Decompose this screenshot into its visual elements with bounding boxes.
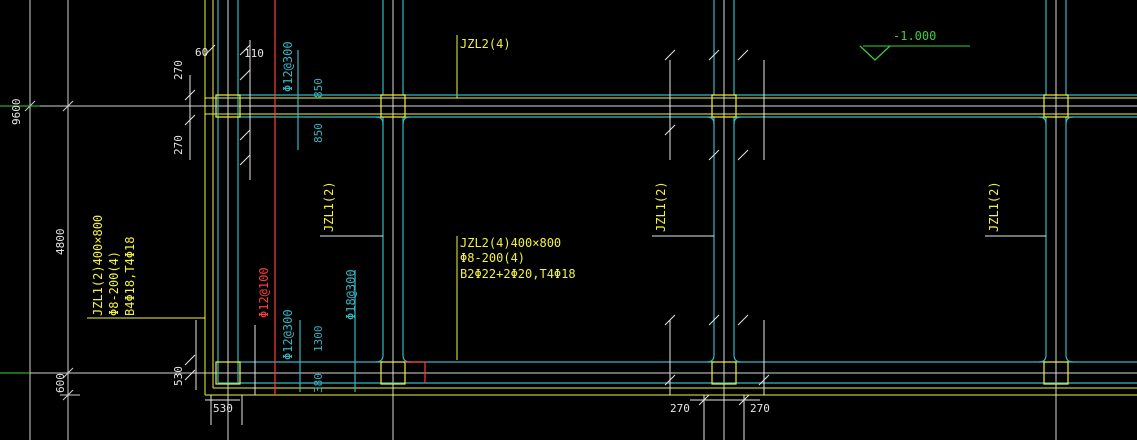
beam-outlines-yellow [87,0,1137,396]
leader-lines [189,40,1046,440]
dim-60: 60 [195,46,208,59]
dim-270-b: 270 [172,135,185,155]
red-bracket [405,361,426,383]
dim-600: 600 [54,373,67,393]
beam-spec-left-line-3: B4Φ18,T4Φ18 [123,237,137,316]
beam-spec-left-line-2: Φ8-200(4) [107,251,121,316]
dimension-ticks [184,44,770,406]
dim-4800: 4800 [54,229,67,256]
left-dimension-chain [18,0,200,440]
rebar-label-top-cyan: Φ12@300 [281,41,295,92]
beam-edges-cyan [217,0,1137,384]
dim-9600: 9600 [10,99,23,126]
rebar-label-left-cyan: Φ12@300 [281,309,295,360]
dim-270-a: 270 [172,60,185,80]
beam-spec-mid-line-3: B2Φ22+2Φ20,T4Φ18 [460,267,576,281]
dim-270-c: 270 [670,402,690,415]
dim-850-a: 850 [312,78,325,98]
level-mark: -1.000 [893,29,936,43]
beam-label-vertical-3: JZL1(2) [987,181,1001,232]
dim-530-b: 530 [213,402,233,415]
beam-label-top: JZL2(4) [460,37,511,51]
dim-850-b: 850 [312,123,325,143]
dim-110: 110 [244,47,264,60]
beam-spec-mid-line-1: JZL2(4)400×800 [460,236,561,250]
rebar-label-left-red: Φ12@100 [257,267,271,318]
beam-spec-left-line-1: JZL1(2)400×800 [91,215,105,316]
columns [215,94,1069,385]
beam-label-vertical-2: JZL1(2) [654,181,668,232]
dim-380: 380 [312,373,325,393]
rebar-label-mid-cyan: Φ18@300 [344,269,358,320]
dim-530-a: 530 [172,366,185,386]
level-triangle [859,45,891,61]
dim-270-d: 270 [750,402,770,415]
beam-spec-mid-line-2: Φ8-200(4) [460,251,525,265]
beam-label-vertical-1: JZL1(2) [322,181,336,232]
dim-1300: 1300 [312,326,325,353]
